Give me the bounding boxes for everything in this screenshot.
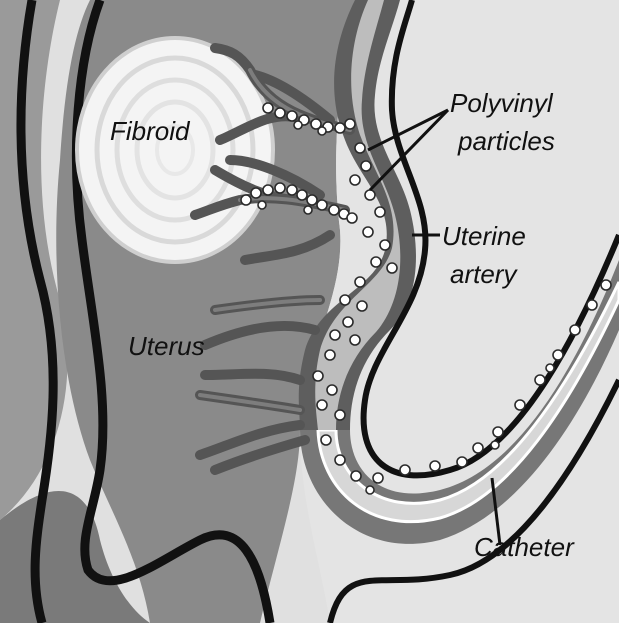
label-uterine-line2: artery bbox=[450, 259, 518, 289]
label-polyvinyl-line1: Polyvinyl bbox=[450, 88, 554, 118]
label-fibroid: Fibroid bbox=[110, 116, 191, 146]
label-uterine-line1: Uterine bbox=[442, 221, 526, 251]
label-polyvinyl-line2: particles bbox=[457, 126, 555, 156]
label-catheter: Catheter bbox=[474, 532, 575, 562]
fibroid bbox=[77, 38, 273, 262]
label-uterus: Uterus bbox=[128, 331, 205, 361]
